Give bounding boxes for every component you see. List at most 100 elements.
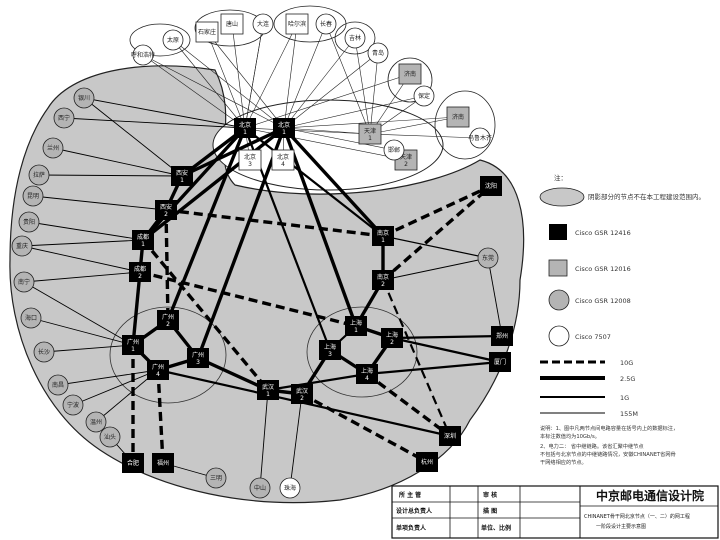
note-line-4: 不包括与北京节点的中继链路情况，安徽CHINANET省网骨: [540, 450, 676, 458]
tb-r2c2: 描 图: [483, 507, 497, 515]
node-label-t_dl: 大连: [257, 20, 269, 28]
node-t_bd: 保定: [413, 85, 435, 107]
node-g_nc: 南昌: [47, 374, 69, 396]
node-t_ts: 唐山: [220, 13, 244, 35]
trunk-link-bj1-g_xn: [63, 117, 246, 129]
node-g_nb: 宁波: [62, 394, 84, 416]
legend-black-square: [549, 224, 567, 240]
thin-link-t_jl-tj1: [354, 37, 371, 135]
trunk-link-cd1-wh1: [141, 238, 270, 392]
node-index-cd2: 2: [138, 273, 142, 280]
node-t_wlmq: 乌鲁木齐: [468, 127, 492, 149]
trunk-link-xa1-g_lz: [52, 147, 183, 177]
thin-link-t_sjz-bj2: [206, 31, 285, 129]
node-g_yc: 银川: [73, 87, 95, 109]
node-nj1: 南京1: [372, 226, 394, 246]
thin-links-group: [142, 23, 481, 161]
node-index-wh1: 1: [266, 391, 270, 398]
node-label-g_nn: 南宁: [18, 278, 30, 286]
node-label-wh2: 武汉: [296, 387, 308, 395]
node-label-hf: 合肥: [127, 459, 139, 467]
node-label-g_wz: 温州: [90, 418, 102, 426]
node-index-gz2: 2: [166, 321, 170, 328]
tb-r1c1: 所 主 管: [399, 491, 421, 499]
node-g_hk: 海口: [20, 307, 42, 329]
trunk-link-nj2-g_dg: [382, 257, 489, 281]
trunk-link-bj1-nj1: [244, 127, 384, 237]
node-sh_sat1: 济南: [446, 106, 470, 128]
node-label-g_km: 昆明: [27, 193, 39, 200]
guangzhou-cluster-outline: [109, 306, 227, 404]
node-label-bj1: 北京: [239, 121, 251, 129]
node-g_st: 汕头: [99, 426, 121, 448]
node-label-sy: 沈阳: [485, 182, 497, 190]
node-label-bj3: 北京: [244, 153, 256, 161]
trunk-link-sh2-xm: [391, 336, 501, 364]
tb-r2c1: 设计总负责人: [396, 507, 433, 515]
node-label-g_zh: 珠海: [284, 484, 296, 492]
legend-header: 注：: [554, 173, 567, 182]
thin-link-sh_sat1-bj2: [283, 116, 459, 129]
node-label-t_jl: 吉林: [349, 34, 361, 42]
node-label-t_ty: 太原: [167, 36, 179, 44]
node-label-g_st: 汕头: [104, 433, 116, 441]
trunk-link-wh1-sh4: [267, 372, 368, 392]
trunk-link-wh1-g_zs: [259, 389, 269, 489]
node-label-t_qd: 青岛: [372, 49, 384, 57]
trunk-link-bj2-xa1: [181, 126, 285, 178]
trunk-link-wh2-hz: [301, 392, 428, 464]
node-g_gy: 贵阳: [18, 211, 40, 233]
node-label-gz1: 广州: [127, 338, 139, 346]
node-sh4: 上海4: [356, 364, 378, 384]
tb-r1c2: 审 核: [483, 491, 497, 499]
node-label-g_dg: 东莞: [482, 254, 494, 262]
node-zz: 郑州: [491, 326, 513, 346]
node-label-g_lz: 兰州: [47, 144, 59, 152]
trunk-link-gz4-g_nc: [57, 369, 159, 386]
tb-org-name: 中京邮电通信设计院: [596, 488, 704, 503]
node-label-g_zs: 中山: [254, 484, 266, 492]
node-t_hrb: 哈尔滨: [285, 13, 309, 35]
trunk-link-bj1-cd1: [141, 126, 247, 242]
node-xa1: 西安1: [171, 166, 193, 186]
trunk-link-xa2-nj1: [165, 208, 384, 238]
node-g_zh: 珠海: [279, 477, 301, 499]
node-label-g_sm: 三明: [210, 475, 222, 482]
thin-link-t_jn-bj1: [244, 73, 411, 129]
node-label-sz: 深圳: [444, 432, 456, 440]
trunk-link-xa1-g_ls: [38, 174, 183, 177]
thin-link-t_ty-bj1: [172, 39, 246, 129]
node-bj3: 北京3: [238, 149, 262, 171]
node-label-g_cq: 重庆: [16, 242, 28, 250]
node-label-g_cs: 长沙: [38, 348, 50, 356]
node-label-tj1: 天津: [364, 128, 376, 135]
legend: 注： 阴影部分的节点不在本工程建设范围内。 Cisco GSR 12416 Ci…: [539, 173, 705, 466]
node-label-g_gy: 贵阳: [23, 218, 35, 226]
node-sh2: 上海2: [381, 328, 403, 348]
thin-link-t_jl-bj2: [283, 37, 356, 129]
legend-gray-square: [548, 259, 568, 277]
node-g_sm: 三明: [205, 467, 227, 489]
node-gz2: 广州2: [157, 310, 179, 330]
trunk-link-gz4-g_nb: [72, 369, 159, 406]
trunk-link-cd1-g_gy: [28, 221, 144, 241]
node-xa2: 西安2: [155, 200, 177, 220]
node-label-gz4: 广州: [152, 363, 164, 371]
node-fz: 福州: [152, 453, 174, 473]
trunk-link-nj1-sy: [382, 184, 492, 238]
legend-gsr12416: Cisco GSR 12416: [575, 229, 631, 237]
node-g_dg: 东莞: [477, 247, 499, 269]
node-label-sh4: 上海: [361, 367, 373, 375]
trunk-link-cd2-g_cq: [21, 245, 141, 273]
thin-link-t_cc-bj2: [283, 23, 327, 129]
thin-link-t_hhht-bj2: [142, 54, 285, 129]
node-label-tj2: 天津: [400, 154, 412, 161]
node-index-xa1: 1: [180, 177, 184, 184]
legend-area-swatch: [539, 187, 585, 207]
node-label-t_ts: 唐山: [226, 20, 238, 28]
legend-c7507: Cisco 7507: [575, 333, 611, 341]
node-wh1: 武汉1: [257, 380, 279, 400]
node-cd2: 成都2: [129, 262, 151, 282]
node-label-t_cc: 长春: [320, 20, 332, 28]
node-sh1: 上海1: [345, 316, 367, 336]
